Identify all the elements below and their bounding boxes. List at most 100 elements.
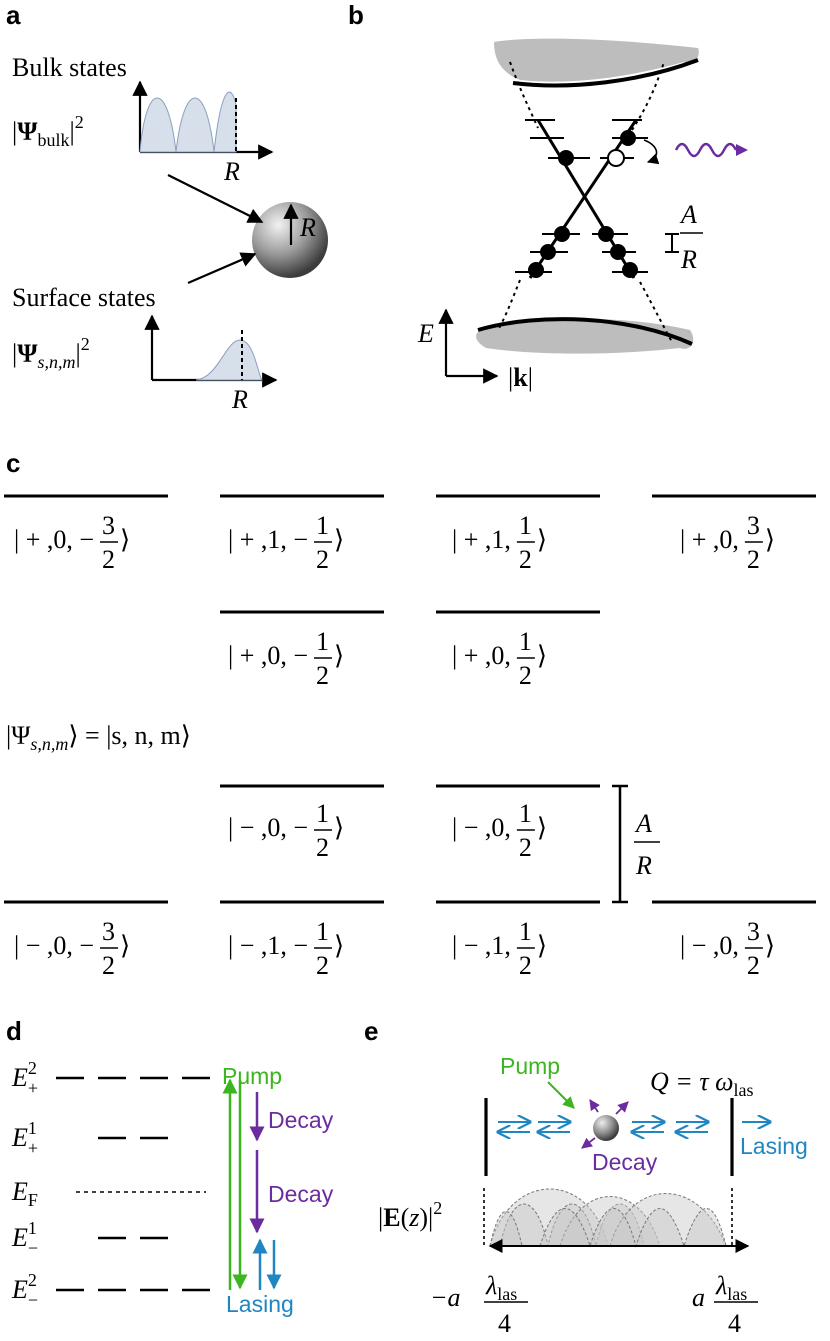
ket-numerator: 1	[519, 917, 532, 946]
ket-state: | + ,0, −12⟩	[228, 627, 344, 690]
ket-close: ⟩	[537, 931, 547, 960]
pump-label-e: Pump	[500, 1053, 560, 1079]
ket-state: | − ,1, −12⟩	[228, 917, 344, 980]
ket-close: ⟩	[537, 641, 547, 670]
bulk-r-label: R	[223, 157, 240, 186]
gap-numerator: A	[634, 809, 652, 838]
surface-psi-label: |Ψs,n,m|2	[12, 334, 90, 372]
pump-label-d: Pump	[222, 1063, 282, 1089]
surface-wavefunction	[195, 339, 264, 381]
left-lambda: λlas	[485, 1271, 517, 1304]
gap-denominator: R	[635, 851, 652, 880]
ket-denominator: 2	[519, 833, 532, 862]
panel-c: c | + ,0, −32⟩| + ,1, −12⟩| + ,1,12⟩| + …	[4, 448, 816, 980]
photon-arrow-head	[736, 144, 748, 156]
energy-axis-label: E	[417, 319, 434, 348]
ket-close: ⟩	[334, 525, 344, 554]
ket-state: | − ,0, −12⟩	[228, 799, 344, 862]
ket-prefix: | − ,0,	[680, 931, 739, 960]
ket-numerator: 1	[519, 627, 532, 656]
ket-prefix: | + ,1,	[452, 525, 511, 554]
energy-level-lines	[4, 494, 816, 904]
ket-numerator: 3	[102, 511, 115, 540]
level-spacing-bracket	[665, 233, 679, 253]
ket-denominator: 2	[519, 661, 532, 690]
left-coef: −a	[430, 1283, 461, 1312]
energy-level-label: E2−	[11, 1270, 38, 1310]
surface-r-label: R	[231, 385, 248, 414]
ket-numerator: 1	[316, 511, 329, 540]
decay-label-d-1: Decay	[268, 1107, 334, 1133]
panel-label-d: d	[6, 1016, 22, 1046]
ket-prefix: | + ,1, −	[228, 525, 308, 554]
ket-denominator: 2	[316, 661, 329, 690]
panel-b: b	[348, 0, 748, 392]
ket-denominator: 2	[519, 951, 532, 980]
right-coef: a	[692, 1283, 705, 1312]
ket-state: | − ,0, −32⟩	[14, 917, 130, 980]
ket-denominator: 2	[316, 833, 329, 862]
ket-prefix: | − ,1, −	[228, 931, 308, 960]
level-dashes	[56, 1076, 210, 1292]
panel-a: a Bulk states |Ψbulk|2 R R Surface state…	[6, 0, 328, 414]
energy-level-label: EF	[11, 1177, 38, 1210]
momentum-axis-label: |k|	[508, 363, 533, 392]
pump-arrow-e	[547, 1081, 575, 1109]
panel-e: e Pump Q = τ ωlas Decay Lasing |E(z)|2	[364, 1016, 808, 1338]
ket-state: | + ,0, 1 2⟩	[452, 627, 547, 690]
spacing-denominator: R	[680, 245, 697, 274]
lasing-label-e: Lasing	[740, 1133, 808, 1159]
spacing-numerator: A	[679, 200, 697, 229]
gap-bracket	[612, 784, 628, 904]
cavity-modes	[489, 1188, 727, 1248]
panel-label-b: b	[348, 0, 364, 30]
ket-close: ⟩	[334, 813, 344, 842]
surface-states-title: Surface states	[12, 283, 156, 312]
ket-numerator: 3	[747, 511, 760, 540]
cavity-arrows	[498, 1122, 770, 1132]
bulk-to-sphere-arrow	[167, 174, 264, 223]
ket-denominator: 2	[316, 545, 329, 574]
ket-close: ⟩	[537, 813, 547, 842]
ket-close: ⟩	[120, 931, 130, 960]
ket-state: | + ,1, − 1 2⟩	[228, 511, 344, 574]
ket-numerator: 1	[316, 917, 329, 946]
conduction-band-edge	[512, 58, 699, 88]
right-den: 4	[728, 1309, 741, 1338]
photon-wave-icon	[674, 142, 738, 158]
ket-denominator: 2	[519, 545, 532, 574]
ket-prefix: | − ,1,	[452, 931, 511, 960]
ket-state: | + ,0,32⟩	[680, 511, 775, 574]
state-definition: |Ψs,n,m⟩ = |s, n, m⟩	[6, 721, 191, 754]
ket-state: | + ,1,12⟩	[452, 511, 547, 574]
ket-state: | − ,1, 1 2⟩	[452, 917, 547, 980]
panel-label-a: a	[6, 0, 21, 30]
energy-level-label: E2+	[11, 1058, 38, 1098]
ket-prefix: | + ,0,	[452, 641, 511, 670]
field-intensity-label: |E(z)|2	[378, 1198, 442, 1232]
ket-numerator: 1	[316, 627, 329, 656]
ket-state: | + ,0, −32⟩	[14, 511, 130, 574]
surface-to-sphere-arrow	[187, 252, 257, 285]
ket-prefix: | + ,0, −	[14, 525, 94, 554]
occupied-states	[528, 130, 638, 278]
bulk-dispersion-upper-right	[631, 61, 665, 131]
bulk-psi-label: |Ψbulk|2	[12, 112, 84, 150]
ket-close: ⟩	[334, 641, 344, 670]
ket-close: ⟩	[765, 525, 775, 554]
ket-denominator: 2	[747, 951, 760, 980]
ket-close: ⟩	[765, 931, 775, 960]
ket-denominator: 2	[102, 951, 115, 980]
hole-state	[607, 149, 625, 167]
ket-numerator: 1	[519, 511, 532, 540]
ket-prefix: | − ,0,	[452, 813, 511, 842]
sphere-r-label: R	[299, 213, 316, 242]
bulk-dispersion-lower-left	[497, 279, 521, 331]
q-factor-eq: Q = τ ωlas	[650, 1067, 753, 1100]
ket-prefix: | + ,0,	[680, 525, 739, 554]
recombination-arrow	[643, 139, 660, 165]
ket-state: | − ,0,32⟩	[680, 917, 775, 980]
